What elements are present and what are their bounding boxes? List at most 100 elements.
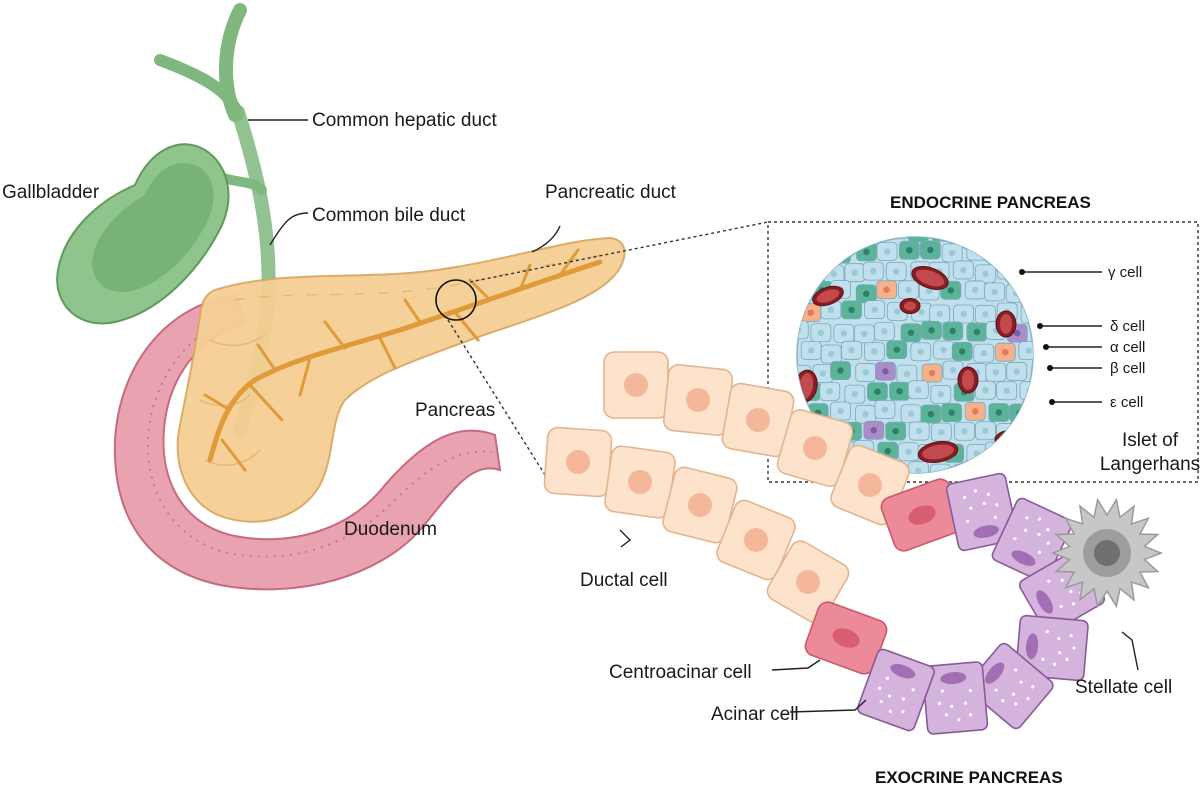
beta-cell-nucleus xyxy=(805,270,812,277)
beta-cell-nucleus xyxy=(907,410,915,417)
granule xyxy=(1013,537,1017,541)
beta-cell xyxy=(995,423,1017,442)
capillary-lumen xyxy=(922,444,954,460)
granule xyxy=(986,492,991,496)
beta-cell-nucleus xyxy=(894,308,901,315)
beta-cell-nucleus xyxy=(940,346,947,354)
beta-cell-nucleus xyxy=(827,229,833,235)
alpha-cell xyxy=(1009,403,1030,423)
beta-cell xyxy=(887,237,909,240)
label-delta-cell: δ cell xyxy=(1110,318,1145,335)
capillary xyxy=(994,430,1022,450)
granule xyxy=(1031,685,1035,689)
ductal-cell xyxy=(662,364,734,436)
granule xyxy=(944,713,949,717)
granule xyxy=(963,701,968,705)
ductal-cell-nucleus xyxy=(566,450,590,474)
beta-cell xyxy=(995,237,1017,241)
acinar-cell-nucleus xyxy=(985,662,1005,684)
alpha-cell xyxy=(1044,223,1064,241)
alpha-cell-nucleus xyxy=(892,427,899,435)
acinar-cell xyxy=(1015,614,1089,682)
alpha-cell-nucleus xyxy=(1006,469,1013,473)
beta-cell-nucleus xyxy=(960,310,967,318)
beta-cell-nucleus xyxy=(905,448,912,455)
label-duodenum: Duodenum xyxy=(344,519,437,540)
delta-cell-nucleus xyxy=(972,408,979,415)
gamma-cell-nucleus xyxy=(870,427,878,434)
beta-cell xyxy=(1020,304,1033,324)
beta-cell-nucleus xyxy=(1003,387,1010,394)
beta-cell-nucleus xyxy=(982,387,989,394)
granule xyxy=(993,515,998,519)
alpha-cell-nucleus xyxy=(1028,267,1033,275)
alpha-cell-nucleus xyxy=(874,388,881,395)
delta-cell-nucleus xyxy=(1002,348,1009,356)
ductal-cell xyxy=(721,382,795,458)
granule xyxy=(968,689,973,693)
delta-cell-nucleus xyxy=(1023,467,1031,473)
alpha-cell xyxy=(1042,423,1062,441)
gamma-cell-nucleus xyxy=(1036,407,1042,413)
beta-cell xyxy=(864,237,886,241)
centroacinar-cell-nucleus xyxy=(832,628,860,648)
centroacinar-cell xyxy=(880,478,964,552)
granule xyxy=(940,689,944,693)
beta-cell-nucleus xyxy=(872,228,878,234)
alpha-cell xyxy=(907,237,929,243)
beta-cell xyxy=(1042,342,1062,360)
granule xyxy=(962,495,967,499)
acinar-cell xyxy=(921,661,989,735)
alpha-cell-nucleus xyxy=(837,367,844,374)
beta-cell xyxy=(1044,304,1064,322)
label-common-bile-duct: Common bile duct xyxy=(312,205,466,226)
alpha-cell-nucleus xyxy=(806,229,812,235)
common-hepatic-duct xyxy=(154,3,247,122)
granule xyxy=(911,688,915,692)
beta-cell-nucleus xyxy=(961,428,968,435)
granule xyxy=(1059,604,1063,608)
granule xyxy=(877,686,882,690)
alpha-cell-nucleus xyxy=(1049,389,1055,395)
granule xyxy=(1026,697,1030,701)
beta-cell-nucleus xyxy=(851,269,859,276)
alpha-cell xyxy=(1042,383,1062,401)
acinar-cell-nucleus xyxy=(1025,633,1039,660)
granule xyxy=(994,688,998,692)
alpha-cell-nucleus xyxy=(1027,228,1033,234)
beta-cell-nucleus xyxy=(980,466,987,473)
acinar-cell-nucleus xyxy=(890,664,916,679)
label-gallbladder: Gallbladder xyxy=(2,182,100,203)
granule xyxy=(887,694,892,698)
granule xyxy=(901,697,905,701)
beta-cell xyxy=(966,241,988,261)
alpha-cell-nucleus xyxy=(939,229,945,235)
alpha-cell-nucleus xyxy=(1026,430,1033,438)
granule xyxy=(1047,579,1051,583)
beta-cell-nucleus xyxy=(1013,368,1020,375)
acinar-cell xyxy=(857,648,935,732)
beta-cell-nucleus xyxy=(861,330,868,338)
stellate-cell xyxy=(1050,497,1164,609)
beta-cell-nucleus xyxy=(1039,369,1045,375)
beta-cell-nucleus xyxy=(972,286,979,294)
beta-cell-nucleus xyxy=(937,391,945,398)
label-acinar-cell: Acinar cell xyxy=(711,704,799,725)
beta-cell-nucleus xyxy=(827,306,835,314)
beta-cell-nucleus xyxy=(881,406,889,413)
granule xyxy=(888,709,892,713)
gamma-cell xyxy=(1028,400,1033,420)
alpha-cell-nucleus xyxy=(863,248,870,256)
alpha-cell-nucleus xyxy=(959,470,967,473)
beta-cell-nucleus xyxy=(830,270,838,278)
granule xyxy=(1046,541,1050,545)
beta-cell xyxy=(997,260,1018,280)
pancreatic-duct xyxy=(203,248,603,472)
granule xyxy=(1045,629,1050,634)
beta-cell-nucleus xyxy=(982,427,989,434)
ductal-cell-nucleus xyxy=(746,408,770,432)
ductal-cell-nucleus xyxy=(744,528,768,552)
granule xyxy=(1025,516,1029,520)
alpha-cell-nucleus xyxy=(927,410,935,418)
granule xyxy=(1046,528,1050,532)
